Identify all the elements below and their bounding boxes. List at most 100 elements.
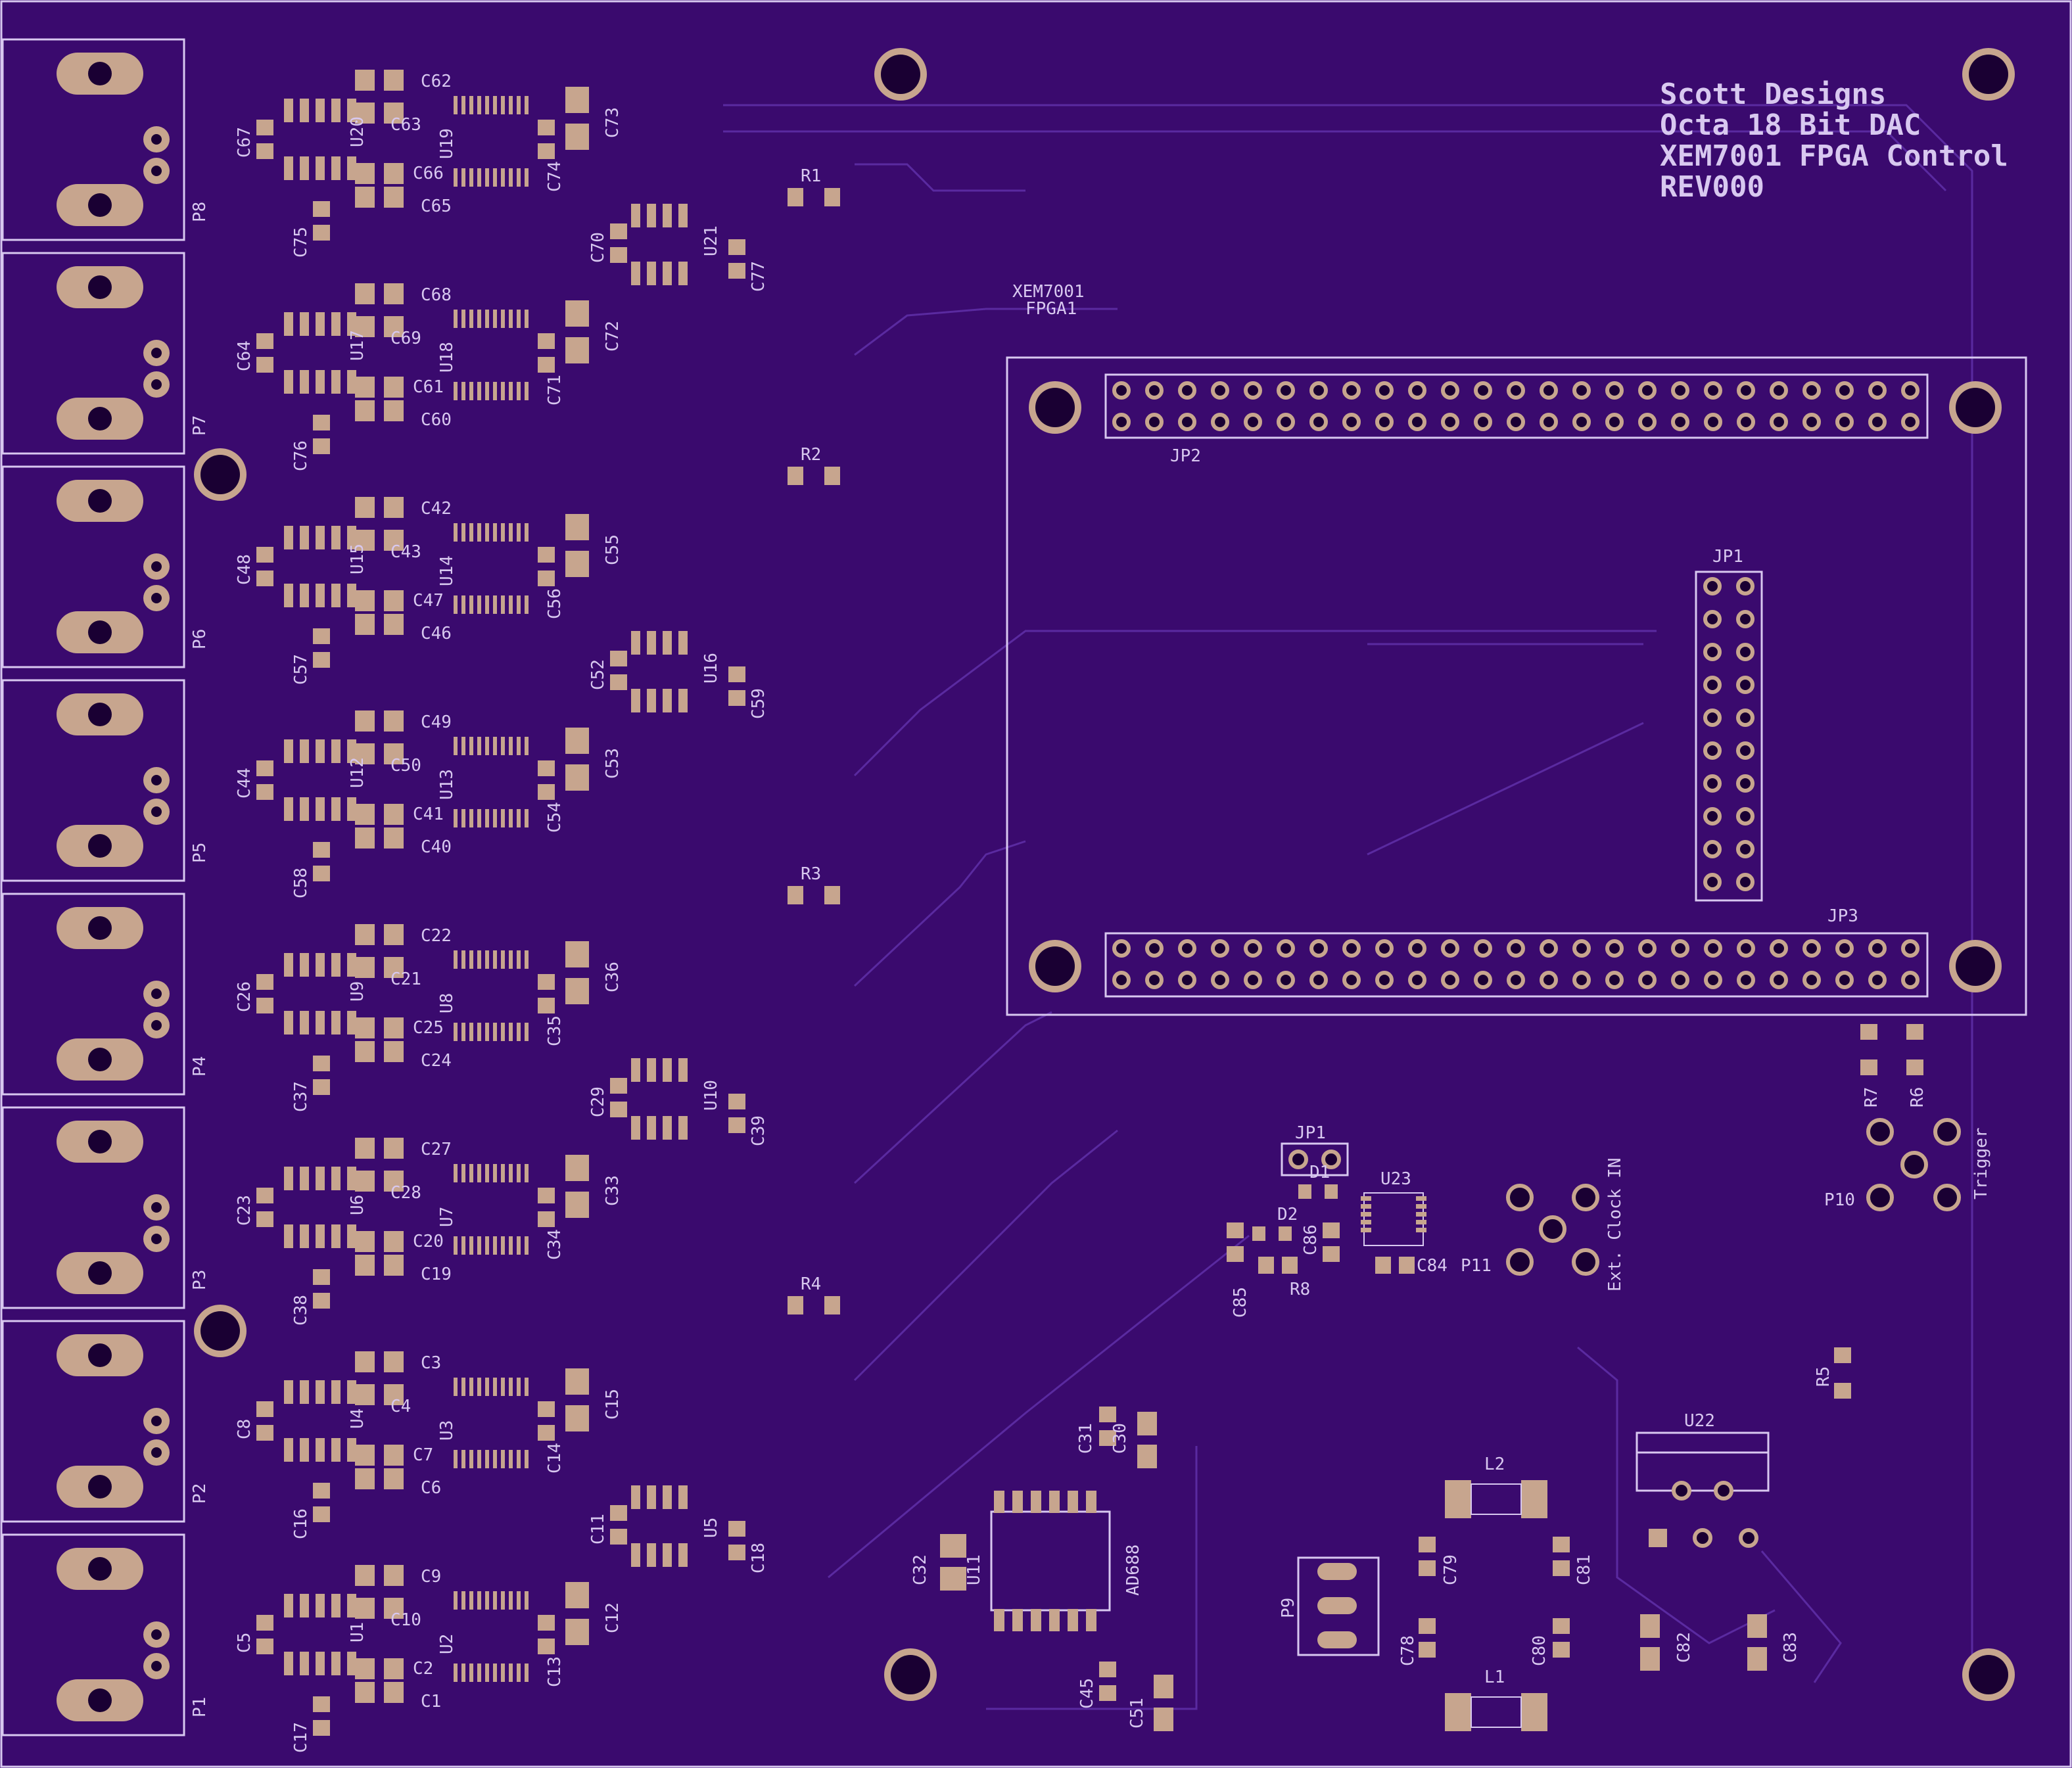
svg-text:R8: R8 [1290,1280,1310,1299]
component-label: U21 [701,225,721,256]
title-line-1: Scott Designs [1660,78,1886,111]
capacitor-c77: C77 [728,239,768,292]
component-label: C46 [421,624,452,643]
header-pin [1441,381,1459,400]
capacitor-c27: C27 [355,1138,452,1159]
capacitor-c55: C55 [565,514,623,577]
ic-u2: U2 [437,1591,529,1682]
capacitor-c34: C34 [538,1188,565,1260]
component-label: U10 [701,1080,721,1111]
header-pin [1408,381,1426,400]
svg-text:AD688: AD688 [1123,1545,1143,1596]
header-pin [1540,939,1558,958]
capacitor-c58: C58 [291,842,330,898]
output-connector-p5: P5 [1,679,210,882]
component-label: U2 [437,1634,457,1654]
connector-label: P6 [190,629,210,649]
output-connector-p8: P8 [1,38,210,241]
component-label: C35 [545,1015,565,1046]
capacitor-c78: C78 [1398,1618,1436,1666]
header-pin [1638,381,1657,400]
svg-text:C30: C30 [1110,1423,1130,1454]
svg-text:R7: R7 [1862,1087,1881,1107]
capacitor-c4: C4 [355,1384,411,1416]
fpga-model-label: XEM7001 [1012,282,1085,302]
inductor-l1: L1 [1445,1667,1547,1731]
header-pin [1703,577,1722,595]
component-label: C42 [421,499,452,519]
header-pin [1540,413,1558,431]
header-pin [1770,971,1788,989]
component-label: C3 [421,1353,441,1373]
component-label: C49 [421,712,452,732]
trigger-label: Trigger [1971,1127,1991,1199]
header-pin [1112,381,1131,400]
header-jp3-pins [1112,939,1919,989]
header-pin [1704,971,1722,989]
capacitor-c3: C3 [355,1351,441,1373]
connector-label: P7 [190,415,210,436]
capacitor-c48: C48 [235,547,273,586]
ext-clock-label: Ext. Clock IN [1605,1158,1625,1292]
component-label: C63 [390,115,421,135]
header-pin [1737,939,1755,958]
svg-text:U23: U23 [1380,1169,1411,1189]
svg-text:C78: C78 [1398,1635,1418,1666]
capacitor-c51: C51 [1127,1675,1173,1731]
header-pin [1703,643,1722,661]
header-pin [1277,381,1295,400]
capacitor-c64: C64 [235,333,273,373]
component-label: U8 [437,993,457,1013]
resistor-r7: R7 [1860,1024,1881,1107]
component-label: C6 [421,1478,441,1498]
svg-text:C80: C80 [1530,1635,1549,1666]
mounting-hole [1949,940,2002,992]
header-pin [1671,939,1689,958]
svg-text:U11: U11 [964,1554,984,1585]
header-pin [1736,807,1754,826]
component-label: U1 [348,1622,367,1642]
component-label: U19 [437,128,457,159]
capacitor-c79: C79 [1419,1537,1461,1585]
header-pin [1474,413,1492,431]
capacitor-c24: C24 [355,1041,452,1071]
svg-text:L2: L2 [1484,1454,1505,1474]
series-resistors: R1 R2 R3 R4 [788,166,840,1314]
header-pin [1211,939,1229,958]
header-pin [1638,971,1657,989]
header-pin [1736,840,1754,858]
header-pin [1671,381,1689,400]
header-jp2-outline [1104,373,1929,439]
header-pin [1277,939,1295,958]
header-pin [1703,610,1722,628]
capacitor-c5: C5 [235,1615,273,1654]
svg-text:D1: D1 [1309,1163,1330,1182]
capacitor-c61: C61 [355,377,444,398]
component-label: C13 [545,1656,565,1687]
header-pin [1835,413,1854,431]
component-label: C36 [603,962,623,992]
header-pin [1507,413,1525,431]
component-label: U7 [437,1207,457,1227]
reference-section: U11 AD688 C32 C31 C30 C45 C51 [910,1407,1173,1731]
capacitor-c67: C67 [235,120,273,159]
capacitor-c40: C40 [355,827,452,857]
header-jp1-label: JP1 [1712,547,1743,567]
header-pin [1737,381,1755,400]
component-label: C65 [421,197,452,216]
component-label: C10 [390,1610,421,1630]
header-pin [1408,413,1426,431]
capacitor-c8: C8 [235,1401,273,1441]
component-label: U20 [348,116,367,147]
mounting-hole [1949,381,2002,434]
header-pin [1572,381,1591,400]
capacitor-c15: C15 [565,1368,623,1431]
header-pin [1507,939,1525,958]
header-pin [1770,381,1788,400]
capacitor-c41: C41 [355,804,444,825]
capacitor-c25: C25 [355,1017,444,1038]
svg-text:C31: C31 [1076,1423,1096,1454]
